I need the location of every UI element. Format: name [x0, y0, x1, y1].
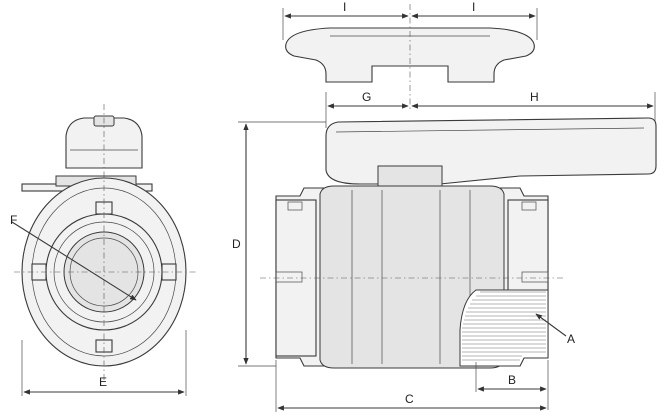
dimension-B-label: B — [508, 373, 516, 387]
dimension-H-label: H — [530, 90, 539, 104]
dimension-E-label: E — [99, 375, 107, 389]
dimension-F-label: F — [10, 213, 17, 227]
side-view: G H — [232, 90, 657, 412]
dimension-D-label: D — [232, 237, 241, 251]
dimension-G-label: G — [362, 90, 371, 104]
dimension-F-line — [11, 221, 137, 301]
dimension-I-right-label: I — [472, 0, 475, 14]
lever-handle — [325, 117, 657, 185]
dimension-A-label: A — [567, 332, 575, 346]
handle-top-view: I I — [282, 0, 538, 110]
thread-hatching — [462, 291, 546, 361]
dimension-A-leader — [535, 313, 567, 337]
end-view-handle-cap — [65, 117, 143, 169]
stem-nut — [377, 165, 443, 187]
dimension-I-left-label: I — [343, 0, 346, 14]
end-view: F E — [10, 104, 196, 396]
dimension-C-label: C — [405, 392, 414, 406]
